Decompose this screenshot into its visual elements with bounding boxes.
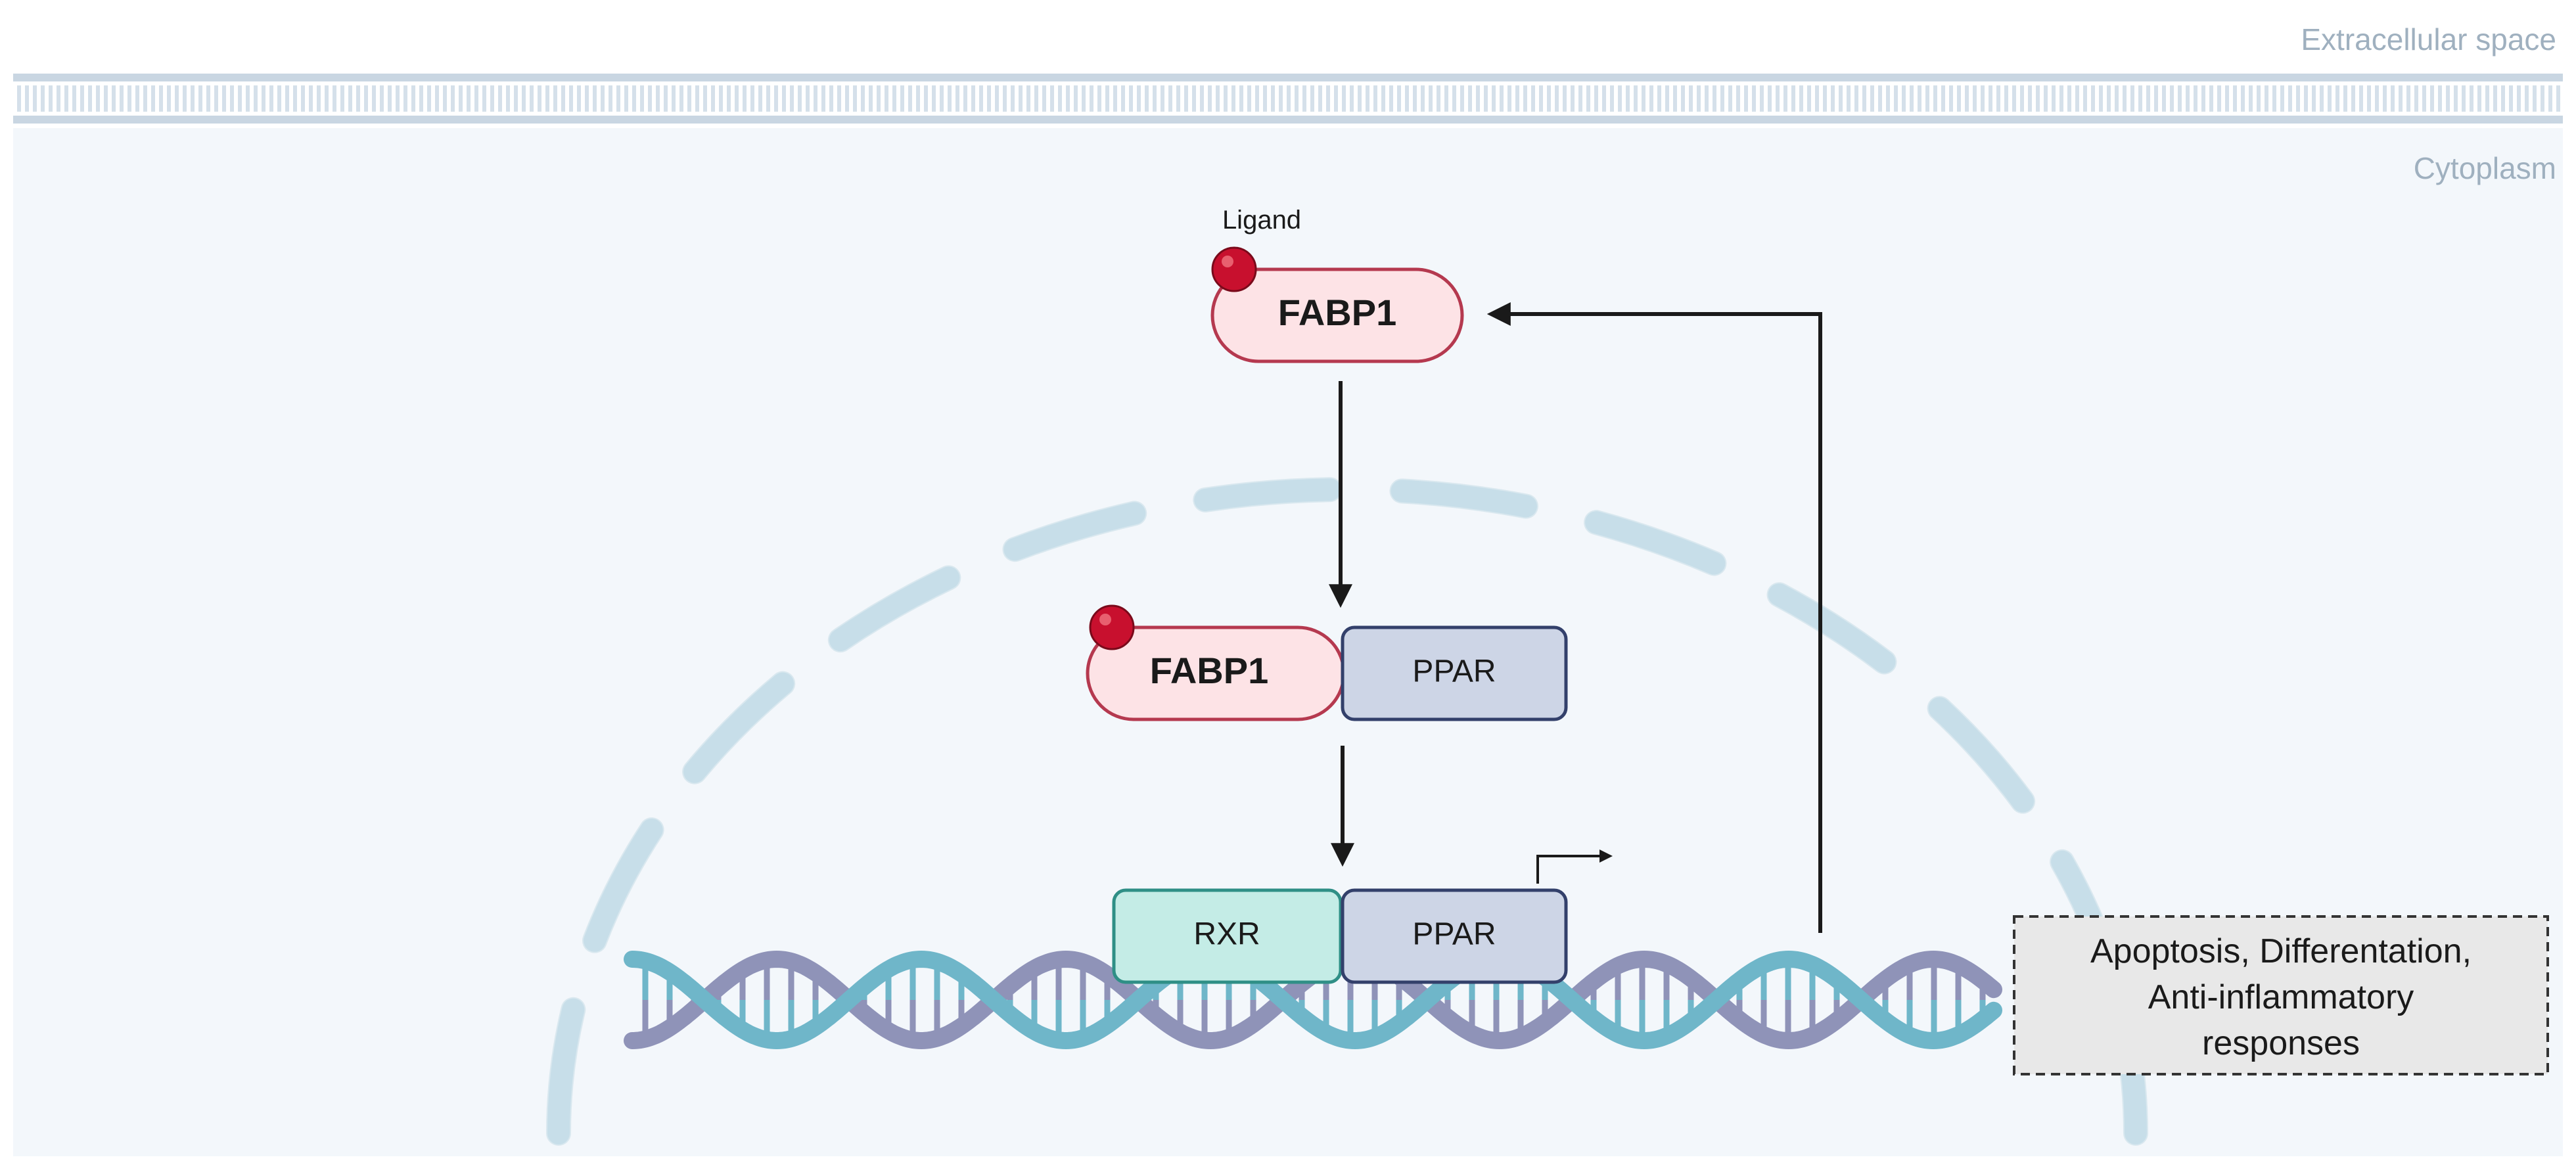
- ligand-highlight: [1222, 256, 1233, 267]
- dna-ppar-label: PPAR: [1412, 917, 1496, 952]
- fabp1-ligand-node: FABP1: [1210, 246, 1464, 363]
- feedback-arrow: [1486, 302, 1822, 933]
- rxr-ppar-heterodimer: RXR PPAR: [1112, 888, 1568, 984]
- outcome-line-3: responses: [2202, 1024, 2360, 1062]
- extracellular-space-label: Extracellular space: [2301, 22, 2556, 57]
- complex-ppar-label: PPAR: [1412, 654, 1496, 689]
- rxr-shape: [1112, 888, 1343, 984]
- dna-strand-a: [624, 950, 2002, 1050]
- rxr-label: RXR: [1193, 917, 1260, 952]
- nuclear-envelope-outline: [546, 477, 2148, 1146]
- ligand-highlight: [1099, 614, 1111, 625]
- cell-membrane: [13, 74, 2563, 124]
- cytoplasm-label: Cytoplasm: [2414, 151, 2556, 185]
- outcome-line-1: Apoptosis, Differentation,: [2090, 932, 2472, 970]
- fabp1-ppar-complex: FABP1 PPAR: [1086, 604, 1568, 721]
- fabp1-top-label: FABP1: [1278, 292, 1397, 333]
- ligand-label: Ligand: [1222, 206, 1301, 235]
- transcription-start-arrow: [1536, 849, 1613, 884]
- complex-ppar-shape: [1341, 625, 1568, 721]
- fabp1-shape: [1210, 267, 1464, 363]
- dna-ppar-shape: [1341, 888, 1568, 984]
- ligand-icon: [1211, 246, 1257, 292]
- outcome-box-border: [2013, 915, 2549, 1075]
- extracellular-background: [0, 0, 2576, 72]
- complex-fabp1-label: FABP1: [1150, 650, 1269, 691]
- ligand-icon: [1089, 604, 1135, 650]
- outcome-line-2: Anti-inflammatory: [2148, 978, 2414, 1016]
- outcome-box: Apoptosis, Differentation, Anti-inflamma…: [2013, 915, 2549, 1075]
